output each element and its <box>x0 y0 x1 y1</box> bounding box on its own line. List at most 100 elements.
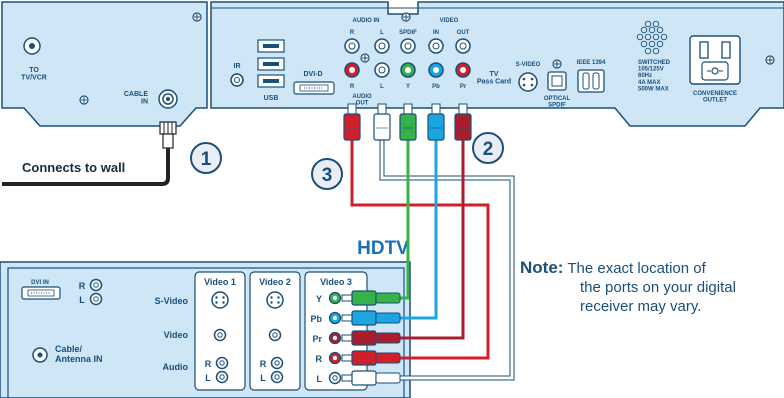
rca-port-white <box>328 371 342 385</box>
screw-icon <box>765 55 775 65</box>
rca-port <box>215 356 229 370</box>
rca-port <box>89 278 103 292</box>
pr-label: Pr <box>460 84 467 90</box>
rca-plug-green <box>399 103 417 141</box>
cable-white <box>379 140 515 381</box>
ieee-1394-label: IEEE 1394 <box>577 60 606 66</box>
rca-port-white <box>374 62 390 78</box>
note-line-1: The exact location of <box>567 260 706 277</box>
rca-port-blue <box>328 311 342 325</box>
note-line-2: the ports on your digital <box>580 279 736 296</box>
s-video-port <box>211 291 229 309</box>
cable-green <box>400 140 410 300</box>
s-video-port <box>518 72 538 92</box>
hdtv-v3-r-label: R <box>316 354 323 364</box>
rca-port <box>89 292 103 306</box>
receiver-panel <box>1 1 784 127</box>
hdtv-antenna-port <box>32 347 48 363</box>
ir-label: IR <box>234 63 241 70</box>
hdtv-v3-l-label: L <box>317 374 323 384</box>
hdtv-v1-r-label: R <box>205 359 212 369</box>
cable-dark-red <box>400 140 465 340</box>
screw-icon <box>401 12 411 22</box>
optical-spdif-port <box>547 71 567 91</box>
note-line-3: receiver may vary. <box>580 298 702 315</box>
note-box: Note: The exact location of the ports on… <box>520 258 782 316</box>
rca-plug-blue <box>341 310 401 326</box>
hdtv-audio-label: Audio <box>163 362 189 372</box>
ir-port <box>230 73 244 87</box>
rca-port <box>344 38 360 54</box>
dvi-d-label: DVI-D <box>303 71 322 78</box>
cable-in-port <box>158 89 178 109</box>
callout-1: 1 <box>190 142 222 174</box>
hdtv-video2-label: Video 2 <box>259 277 291 287</box>
to-tv-vcr-port <box>23 37 41 55</box>
rca-port-blue <box>428 62 444 78</box>
note-first-line: Note: The exact location of <box>520 258 782 278</box>
screw-icon <box>79 95 89 105</box>
hdtv-dvi-in-label: DVI IN <box>31 280 49 286</box>
rca-port-green <box>400 62 416 78</box>
note-title: Note: <box>520 258 564 277</box>
usb-ports <box>257 39 285 88</box>
rca-plug-white <box>341 370 401 386</box>
hdtv-cable-antenna-label: Cable/Antenna IN <box>55 344 103 364</box>
video-in-label: IN <box>433 30 439 36</box>
hdtv-v1-l-label: L <box>205 373 211 383</box>
screw-icon <box>192 12 202 22</box>
callout-3-number: 3 <box>322 165 333 186</box>
cable-red <box>350 140 490 360</box>
rca-plug-red <box>341 350 401 366</box>
callout-3: 3 <box>311 158 343 190</box>
rca-plug-red <box>343 103 361 141</box>
wall-cable <box>2 121 177 186</box>
hdtv-v3-pb-label: Pb <box>310 314 322 324</box>
hdtv-v2-l-label: L <box>260 373 266 383</box>
rca-port <box>428 38 444 54</box>
hdtv-title: HDTV <box>357 238 409 259</box>
s-video-label: S-VIDEO <box>516 62 541 68</box>
rca-port <box>374 38 390 54</box>
hdtv-v2-r-label: R <box>260 359 267 369</box>
cable-blue <box>400 140 438 320</box>
rca-plug-dark-red <box>454 103 472 141</box>
screw-icon <box>360 53 370 63</box>
usb-label: USB <box>264 95 279 102</box>
rca-port <box>215 370 229 384</box>
spdif-label: SPDIF <box>399 30 417 36</box>
screw-icon <box>552 59 562 69</box>
audio-in-r-label: R <box>350 30 355 36</box>
vent-grid <box>636 20 668 55</box>
hdtv-dvi-r-label: R <box>79 281 86 291</box>
rca-port <box>270 370 284 384</box>
rca-port <box>270 356 284 370</box>
callout-2: 2 <box>472 132 504 164</box>
callout-1-number: 1 <box>201 149 212 170</box>
hdtv-dvi-l-label: L <box>79 295 85 305</box>
rca-plug-blue <box>427 103 445 141</box>
dvi-d-port <box>293 81 335 95</box>
audio-in-label: AUDIO IN <box>353 18 380 24</box>
wall-label: Connects to wall <box>22 160 125 175</box>
rca-port <box>213 328 227 342</box>
rca-plug-green <box>341 290 401 306</box>
audio-l2-label: L <box>380 84 384 90</box>
rca-port-red <box>328 331 342 345</box>
hdtv-s-video-label: S-Video <box>155 296 189 306</box>
rca-port-red <box>455 62 471 78</box>
hdtv-panel-inner <box>7 267 405 398</box>
hdtv-video3-label: Video 3 <box>320 277 352 287</box>
rca-port-green <box>328 291 342 305</box>
rca-port <box>268 328 282 342</box>
rca-port-red <box>328 351 342 365</box>
